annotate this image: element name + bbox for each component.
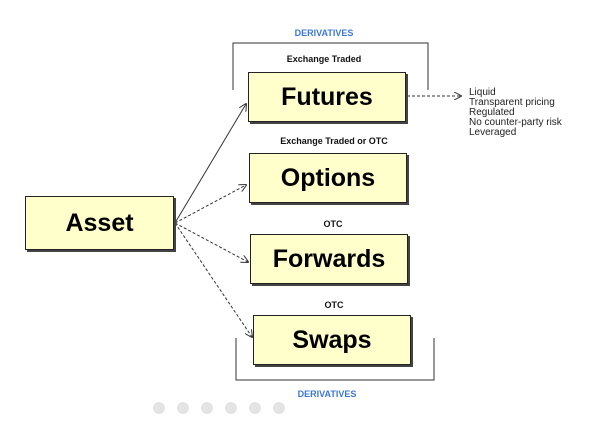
futures-properties: Liquid Transparent pricing Regulated No … — [469, 88, 562, 138]
bottom-bracket — [235, 338, 435, 381]
property-item: Liquid — [469, 87, 496, 98]
forwards-caption: OTC — [323, 219, 343, 229]
faint-dot — [177, 402, 189, 414]
faint-dot — [249, 402, 261, 414]
derivatives-label-bottom: DERIVATIVES — [297, 389, 357, 399]
options-box: Options — [249, 153, 407, 203]
derivatives-label-top: DERIVATIVES — [294, 28, 354, 38]
faint-dot — [153, 402, 165, 414]
asset-box: Asset — [25, 196, 174, 250]
property-item: Regulated — [469, 107, 515, 118]
futures-caption: Exchange Traded — [286, 54, 362, 64]
faint-dot — [225, 402, 237, 414]
top-bracket — [232, 42, 429, 90]
arrow-asset-swaps — [174, 222, 252, 337]
arrow-asset-futures — [174, 104, 246, 224]
property-item: No counter-party risk — [469, 117, 562, 128]
faint-dot — [201, 402, 213, 414]
futures-box: Futures — [248, 72, 406, 122]
swaps-caption: OTC — [324, 300, 344, 310]
arrow-asset-options — [174, 185, 246, 224]
forwards-box: Forwards — [250, 234, 408, 284]
property-item: Leveraged — [469, 127, 517, 138]
faint-dot — [273, 402, 285, 414]
property-item: Transparent pricing — [469, 97, 555, 108]
swaps-box: Swaps — [253, 315, 411, 365]
arrow-asset-forwards — [174, 222, 248, 262]
options-caption: Exchange Traded or OTC — [280, 136, 388, 146]
